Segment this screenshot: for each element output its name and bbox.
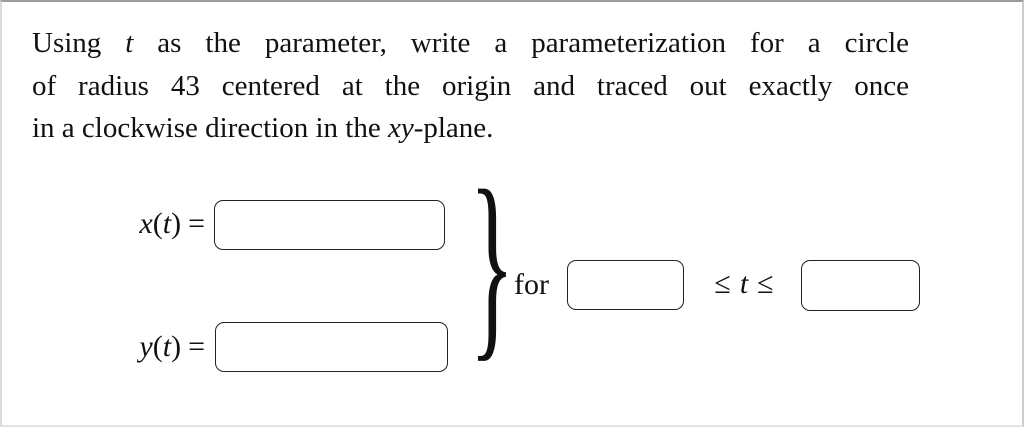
x-equals-sign: = [188, 207, 205, 240]
y-param-t: t [162, 330, 172, 363]
question-line-1-post: as the parameter, write a parameterizati… [133, 27, 909, 59]
question-text: Using t as the parameter, write a parame… [32, 22, 909, 150]
math-var-xy: xy [387, 112, 414, 144]
question-line-1-pre: Using [32, 27, 126, 59]
t-max-input[interactable] [801, 260, 920, 311]
inequality-var-t: t [739, 267, 749, 300]
x-param-t: t [162, 207, 172, 240]
question-line-1: Using t as the parameter, write a parame… [32, 22, 909, 65]
x-open-paren: ( [152, 207, 163, 240]
y-of-t-input[interactable] [215, 322, 448, 372]
x-of-t-input[interactable] [214, 200, 445, 250]
for-label: for [514, 268, 549, 301]
y-equals-sign: = [188, 330, 205, 363]
math-var-t: t [125, 27, 134, 59]
question-line-3-post: -plane. [413, 112, 494, 144]
leq-right-sign: ≤ [757, 267, 774, 300]
x-var: x [139, 207, 153, 240]
curly-brace-glyph: } [469, 148, 515, 378]
question-line-2-text: of radius 43 centered at the origin and … [32, 69, 909, 102]
curly-brace: } [453, 148, 515, 378]
leq-left-sign: ≤ [714, 267, 731, 300]
question-line-3-pre: in a clockwise direction in the [32, 112, 388, 144]
y-open-paren: ( [152, 330, 163, 363]
y-of-t-label: y(t)= [87, 329, 205, 365]
x-of-t-label: x(t)= [87, 206, 205, 242]
question-line-3: in a clockwise direction in the xy-plane… [32, 107, 909, 150]
question-line-2: of radius 43 centered at the origin and … [32, 65, 909, 108]
inequality-label: ≤t≤ [695, 264, 793, 304]
x-close-paren: ) [171, 207, 182, 240]
t-min-input[interactable] [567, 260, 684, 310]
y-var: y [139, 330, 153, 363]
y-close-paren: ) [171, 330, 182, 363]
